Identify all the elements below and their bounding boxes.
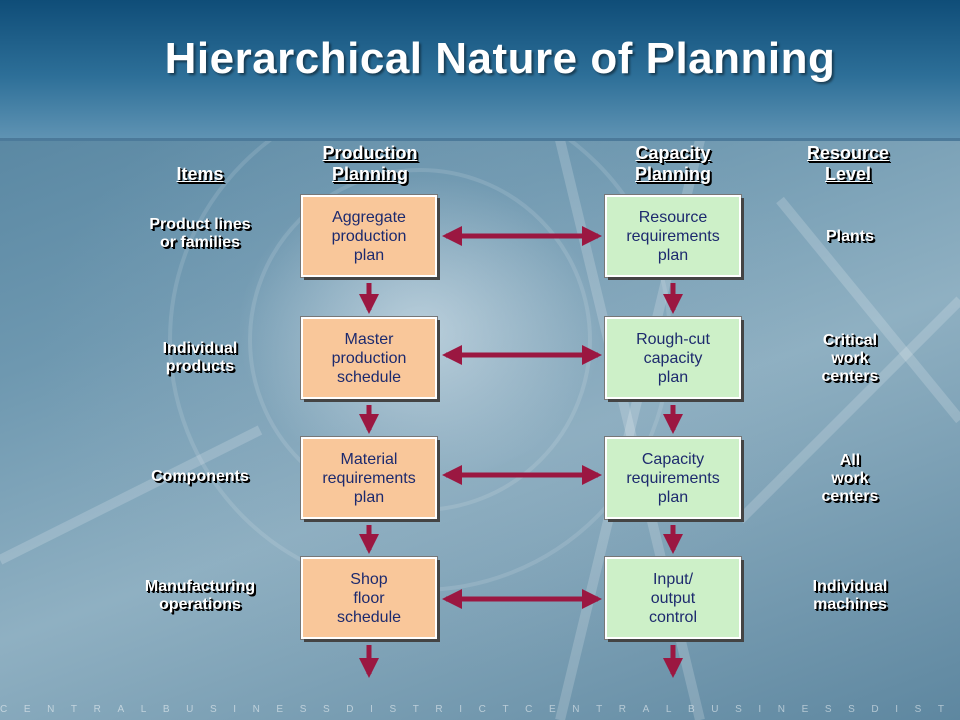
item-label-1: Product lines or families <box>120 216 280 252</box>
capacity-4-line1: Input/ <box>652 570 694 588</box>
capacity-1-line1: Resource <box>638 208 708 226</box>
item-label-4: Manufacturing operations <box>120 578 280 614</box>
item-label-3: Components <box>120 468 280 486</box>
header-resource-line2: Level <box>824 164 872 184</box>
header-resource-level: Resource Level <box>768 143 928 185</box>
production-4-line3: schedule <box>336 608 402 626</box>
resource-label-4: Individual machines <box>770 578 930 614</box>
resource-2-line2: work <box>831 350 869 367</box>
footer-watermark: CENTRALBUSINESSDISTRICTCENTRALBUSINESSDI… <box>0 704 960 715</box>
header-items-label: Items <box>176 164 224 184</box>
item-label-2: Individual products <box>120 340 280 376</box>
header-production-line2: Planning <box>332 164 408 184</box>
item-4-line2: operations <box>159 596 241 613</box>
capacity-4-line3: control <box>648 608 698 626</box>
production-1-line3: plan <box>353 246 385 264</box>
capacity-4-line2: output <box>650 589 696 607</box>
header-production-line1: Production <box>322 143 418 163</box>
title-band <box>0 0 960 141</box>
item-2-line1: Individual <box>162 340 238 357</box>
item-1-line2: or families <box>159 234 241 251</box>
production-3-line2: requirements <box>322 469 416 487</box>
slide-title: Hierarchical Nature of Planning <box>164 34 836 83</box>
item-4-line1: Manufacturing <box>144 578 256 595</box>
resource-3-line1: All <box>839 452 861 469</box>
header-capacity-line2: Planning <box>635 164 711 184</box>
production-2-line2: production <box>331 349 407 367</box>
resource-2-line3: centers <box>821 368 879 385</box>
header-capacity-line1: Capacity <box>635 143 711 163</box>
resource-3-line3: centers <box>821 488 879 505</box>
resource-3-line2: work <box>831 470 869 487</box>
capacity-2-line2: capacity <box>643 349 703 367</box>
capacity-3-line1: Capacity <box>641 450 705 468</box>
resource-label-1: Plants <box>770 228 930 246</box>
resource-4-line2: machines <box>813 596 887 613</box>
production-1-line2: production <box>331 227 407 245</box>
item-1-line1: Product lines <box>149 216 251 233</box>
production-3-line1: Material <box>340 450 398 468</box>
header-resource-line1: Resource <box>806 143 890 163</box>
header-production-planning: Production Planning <box>290 143 450 185</box>
production-1-line1: Aggregate <box>332 208 406 226</box>
capacity-2-line1: Rough-cut <box>636 330 710 348</box>
production-2-line1: Master <box>344 330 394 348</box>
capacity-3-line2: requirements <box>626 469 720 487</box>
item-3-line1: Components <box>151 468 249 485</box>
capacity-2-line3: plan <box>657 368 689 386</box>
resource-1-line1: Plants <box>825 228 874 245</box>
resource-label-2: Critical work centers <box>770 332 930 386</box>
capacity-1-line3: plan <box>657 246 689 264</box>
resource-2-line1: Critical <box>822 332 878 349</box>
production-4-line1: Shop <box>350 570 388 588</box>
item-2-line2: products <box>165 358 235 375</box>
production-3-line3: plan <box>353 488 385 506</box>
resource-4-line1: Individual <box>812 578 888 595</box>
resource-label-3: All work centers <box>770 452 930 506</box>
capacity-3-line3: plan <box>657 488 689 506</box>
header-capacity-planning: Capacity Planning <box>593 143 753 185</box>
capacity-1-line2: requirements <box>626 227 720 245</box>
header-items: Items <box>140 164 260 185</box>
production-4-line2: floor <box>353 589 385 607</box>
production-2-line3: schedule <box>336 368 402 386</box>
